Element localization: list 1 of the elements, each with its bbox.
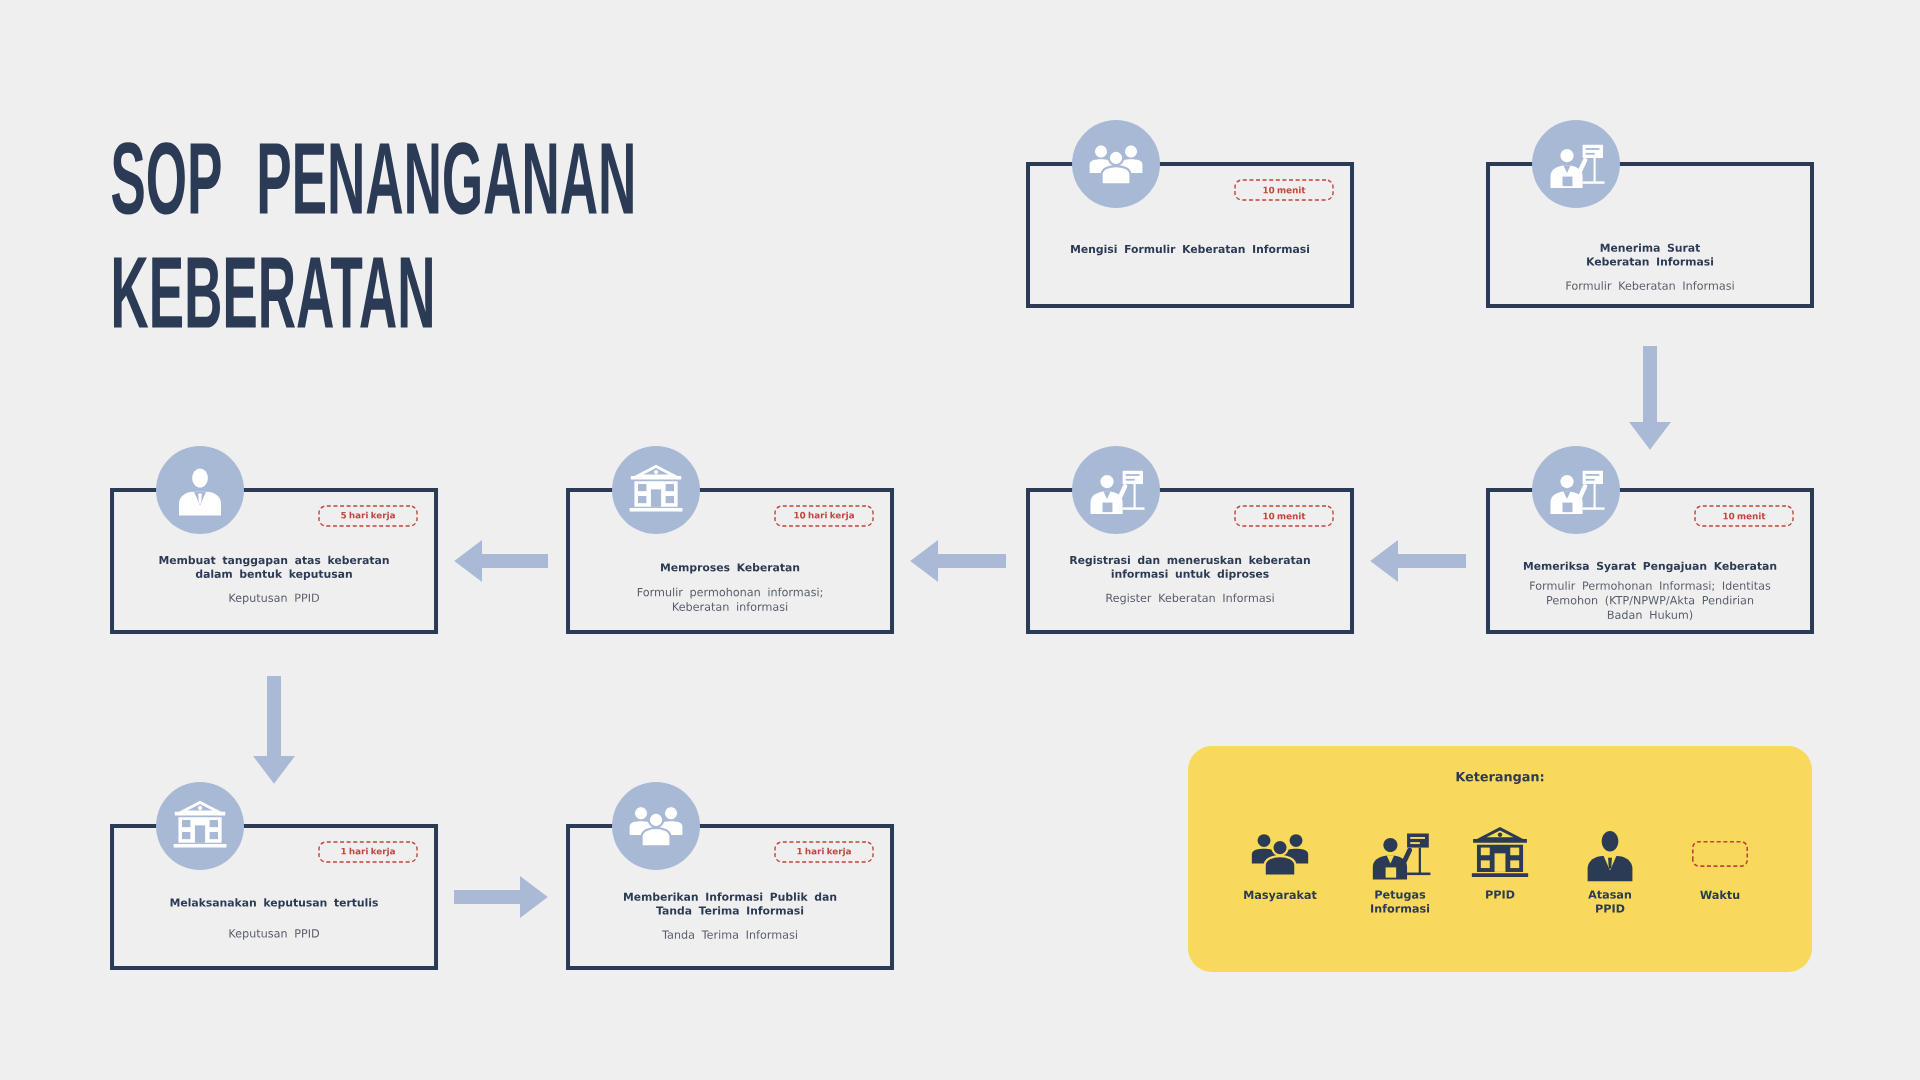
title: SOP PENANGANAN KEBERATAN: [111, 142, 633, 328]
